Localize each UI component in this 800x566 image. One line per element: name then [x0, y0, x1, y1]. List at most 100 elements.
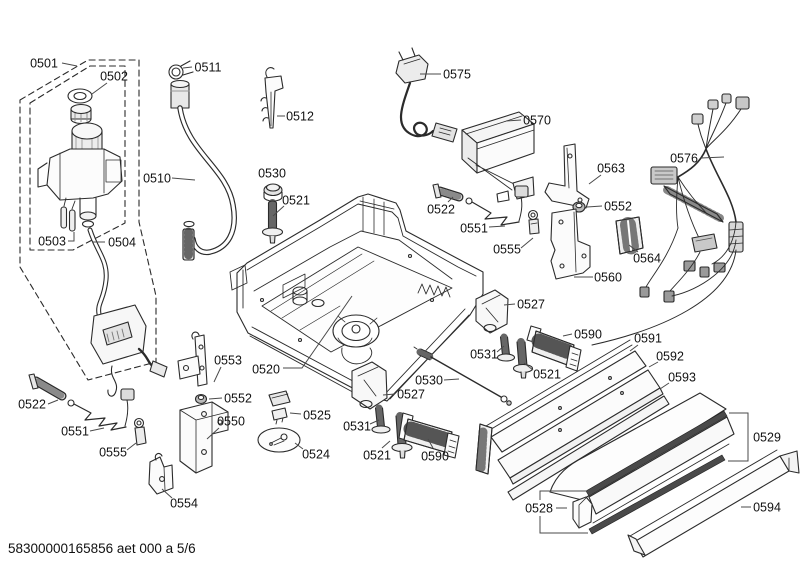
callout-label-0525: 0525 [303, 409, 331, 423]
callout-label-0530-center: 0530 [415, 374, 443, 388]
wiring-harness-0576 [591, 93, 750, 346]
callout-label-0563: 0563 [597, 162, 625, 176]
handle-0522-right [432, 183, 464, 202]
callout-label-0530-top: 0530 [258, 167, 286, 181]
callout-0555-right: 0555 [493, 237, 534, 257]
bracket-0560 [550, 208, 591, 280]
callout-label-0522-right: 0522 [427, 203, 455, 217]
callout-label-0503: 0503 [38, 235, 66, 249]
callout-label-0555-right: 0555 [493, 243, 521, 257]
switch-0525 [268, 390, 291, 425]
callout-0550: 0550 [206, 415, 245, 440]
callout-0563: 0563 [588, 162, 625, 185]
water-inlet-valve [37, 88, 123, 317]
supply-hose [168, 60, 237, 262]
callout-0530-top: 0530 [258, 167, 286, 181]
document-number: 58300000165856 aet 000 a 5/6 [8, 541, 196, 556]
disc-0524 [257, 427, 301, 453]
sensor-0555-right [527, 209, 540, 235]
callout-0590-left: 0590 [421, 438, 449, 464]
callout-0503: 0503 [38, 232, 75, 249]
callout-0590-right: 0590 [562, 328, 602, 342]
callout-label-0551-left: 0551 [61, 425, 89, 439]
callout-0511: 0511 [182, 61, 222, 75]
callout-label-0504: 0504 [108, 236, 136, 250]
bracket-0554 [148, 452, 174, 495]
callout-label-0529: 0529 [753, 431, 781, 445]
callout-label-0554: 0554 [170, 497, 198, 511]
callout-label-0524: 0524 [302, 448, 330, 462]
kick-strip-0594 [627, 449, 800, 558]
callout-0575: 0575 [420, 68, 471, 82]
plinth-panel-0529 [549, 392, 735, 535]
cable-clip-0512 [260, 67, 284, 129]
callout-0512: 0512 [277, 110, 314, 124]
callout-0527-right: 0527 [503, 298, 545, 312]
callout-label-0591: 0591 [634, 332, 662, 346]
callout-0524: 0524 [294, 442, 330, 462]
callout-0520: 0520 [252, 295, 353, 377]
callout-label-0594: 0594 [753, 501, 781, 515]
callout-0594: 0594 [741, 501, 781, 515]
callout-0501: 0501 [30, 57, 78, 71]
corner-piece-0528 [572, 496, 593, 529]
callout-0551-right: 0551 [460, 222, 506, 236]
screw-0521-top [261, 199, 284, 244]
grommet-0552-left [194, 393, 208, 405]
callout-label-0552-left: 0552 [224, 392, 252, 406]
callout-0510: 0510 [143, 172, 196, 186]
sensor-0555-left [133, 417, 147, 446]
aquastop-connector-block [90, 304, 168, 397]
foot-0527-right [475, 289, 509, 334]
callout-label-0501: 0501 [30, 57, 58, 71]
callout-0502: 0502 [91, 70, 128, 95]
power-cord-0575 [395, 47, 458, 143]
callout-0525: 0525 [289, 409, 331, 423]
callout-label-0570: 0570 [523, 114, 551, 128]
callout-0592: 0592 [648, 350, 684, 368]
callout-0527-left: 0527 [382, 388, 425, 402]
callout-0554: 0554 [161, 488, 198, 511]
callout-label-0502: 0502 [100, 70, 128, 84]
vent-grille-0590-left [398, 412, 460, 459]
callout-label-0527-right: 0527 [517, 298, 545, 312]
wire-0551-right [465, 185, 529, 226]
callout-0576: 0576 [670, 152, 725, 166]
adjuster-rod-0530 [413, 346, 512, 406]
connector-rack-0564 [615, 216, 644, 255]
callout-label-0560: 0560 [594, 271, 622, 285]
aquastop-group-outline [19, 59, 157, 381]
vent-grille-0590-right [526, 325, 582, 372]
callout-0528: 0528 [525, 490, 589, 534]
callout-0521-top: 0521 [272, 194, 310, 217]
callout-label-0575: 0575 [443, 68, 471, 82]
callout-label-0528: 0528 [525, 502, 553, 516]
bracket-0563 [544, 143, 590, 209]
callout-0521-right: 0521 [523, 362, 561, 382]
bracket-0550 [179, 401, 229, 474]
callout-label-0531-left: 0531 [343, 420, 371, 434]
callout-label-0564: 0564 [633, 252, 661, 266]
callout-label-0576: 0576 [670, 152, 698, 166]
bracket-0553 [177, 331, 208, 387]
callout-0529: 0529 [728, 412, 781, 462]
callout-0522-right: 0522 [427, 196, 455, 217]
callout-label-0510: 0510 [143, 172, 171, 186]
callout-0504: 0504 [93, 236, 136, 250]
callout-0531-right: 0531 [470, 345, 505, 362]
callout-label-0553: 0553 [214, 354, 242, 368]
callout-label-0550: 0550 [217, 415, 245, 429]
foot-0527-left [351, 361, 388, 410]
cap-nut-0530-top [263, 183, 283, 202]
callout-0552-left: 0552 [208, 392, 252, 406]
callout-label-0511: 0511 [195, 61, 222, 75]
callout-0531-left: 0531 [343, 420, 380, 434]
callout-label-0527-left: 0527 [397, 388, 425, 402]
callout-layer: 0501 0502 0503 0504 0511 0510 0512 0530 0521 0575… [18, 57, 781, 534]
callout-0522-left: 0522 [18, 398, 59, 412]
callout-0530-center: 0530 [415, 374, 460, 388]
base-panel-0591 [475, 339, 647, 475]
screw-0531-left [371, 404, 391, 434]
